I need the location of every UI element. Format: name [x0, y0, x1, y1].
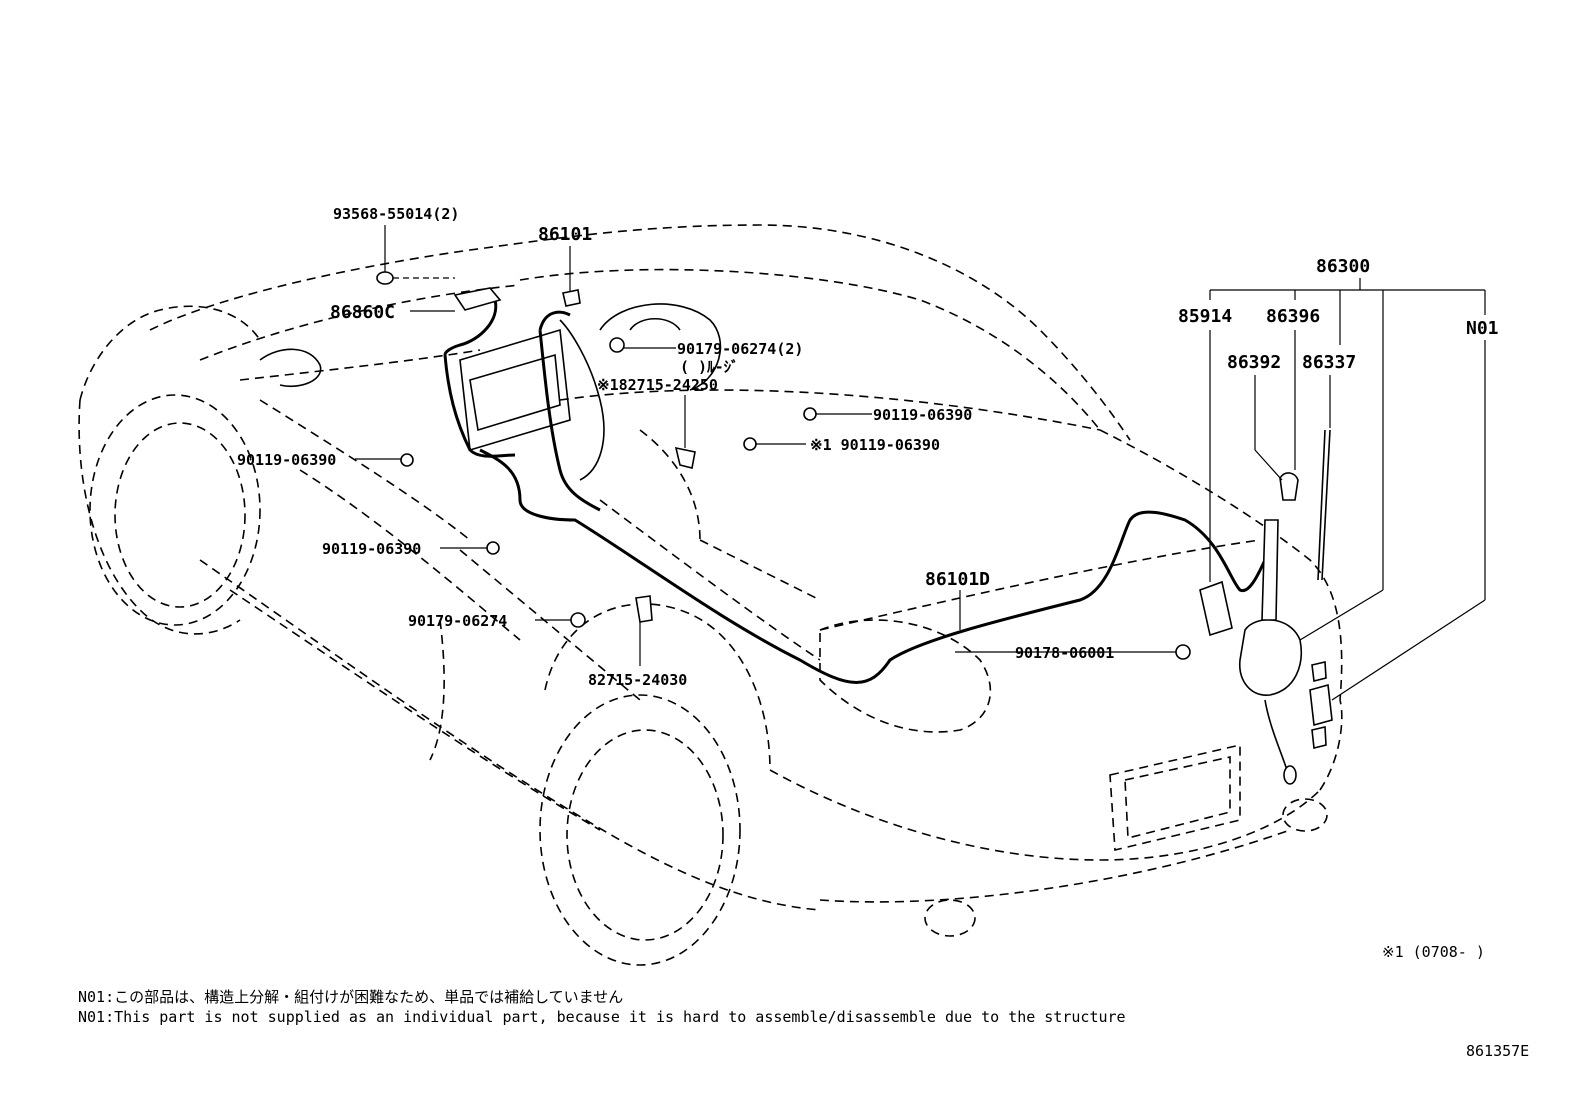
small-parts: [376, 271, 1333, 785]
leader-lines: [355, 225, 1486, 701]
label-86396: 86396: [1266, 306, 1320, 327]
label-90119-06390-d: 90119-06390: [322, 540, 421, 558]
label-82715-24250: ※182715-24250: [597, 376, 718, 394]
label-90179-06274-2: 90179-06274(2): [677, 340, 803, 358]
label-90178-06001: 90178-06001: [1015, 644, 1114, 662]
label-90179-06274: 90179-06274: [408, 612, 507, 630]
head-unit-cable: [443, 354, 516, 458]
footnote-mark: ※1 (0708- ): [1382, 943, 1485, 961]
label-86392: 86392: [1227, 352, 1281, 373]
label-93568-55014: 93568-55014(2): [333, 205, 459, 223]
label-82715-24030: 82715-24030: [588, 671, 687, 689]
label-86101: 86101: [538, 224, 592, 245]
label-86860c: 86860C: [330, 302, 395, 323]
note-japanese: N01:この部品は、構造上分解・組付けが困難なため、単品では補給していません: [78, 988, 624, 1006]
label-86337: 86337: [1302, 352, 1356, 373]
note-english: N01:This part is not supplied as an indi…: [78, 1008, 1126, 1026]
diagram-code: 861357E: [1466, 1042, 1530, 1060]
antenna-cable-86101d: [479, 310, 1267, 684]
car-outline: [78, 224, 1343, 966]
dashboard-detail: [259, 303, 722, 481]
label-90119-06390-a: 90119-06390: [873, 406, 972, 424]
label-86300: 86300: [1316, 256, 1370, 277]
label-90119-06390-c: 90119-06390: [237, 451, 336, 469]
label-90119-06390-b: ※1 90119-06390: [810, 436, 940, 454]
label-n01: N01: [1466, 318, 1499, 339]
label-sub-mark: ( )ﾙ-ｼﾞ: [680, 358, 739, 376]
amp-cable: [443, 299, 498, 356]
label-86101d: 86101D: [925, 569, 990, 590]
label-85914: 85914: [1178, 306, 1232, 327]
